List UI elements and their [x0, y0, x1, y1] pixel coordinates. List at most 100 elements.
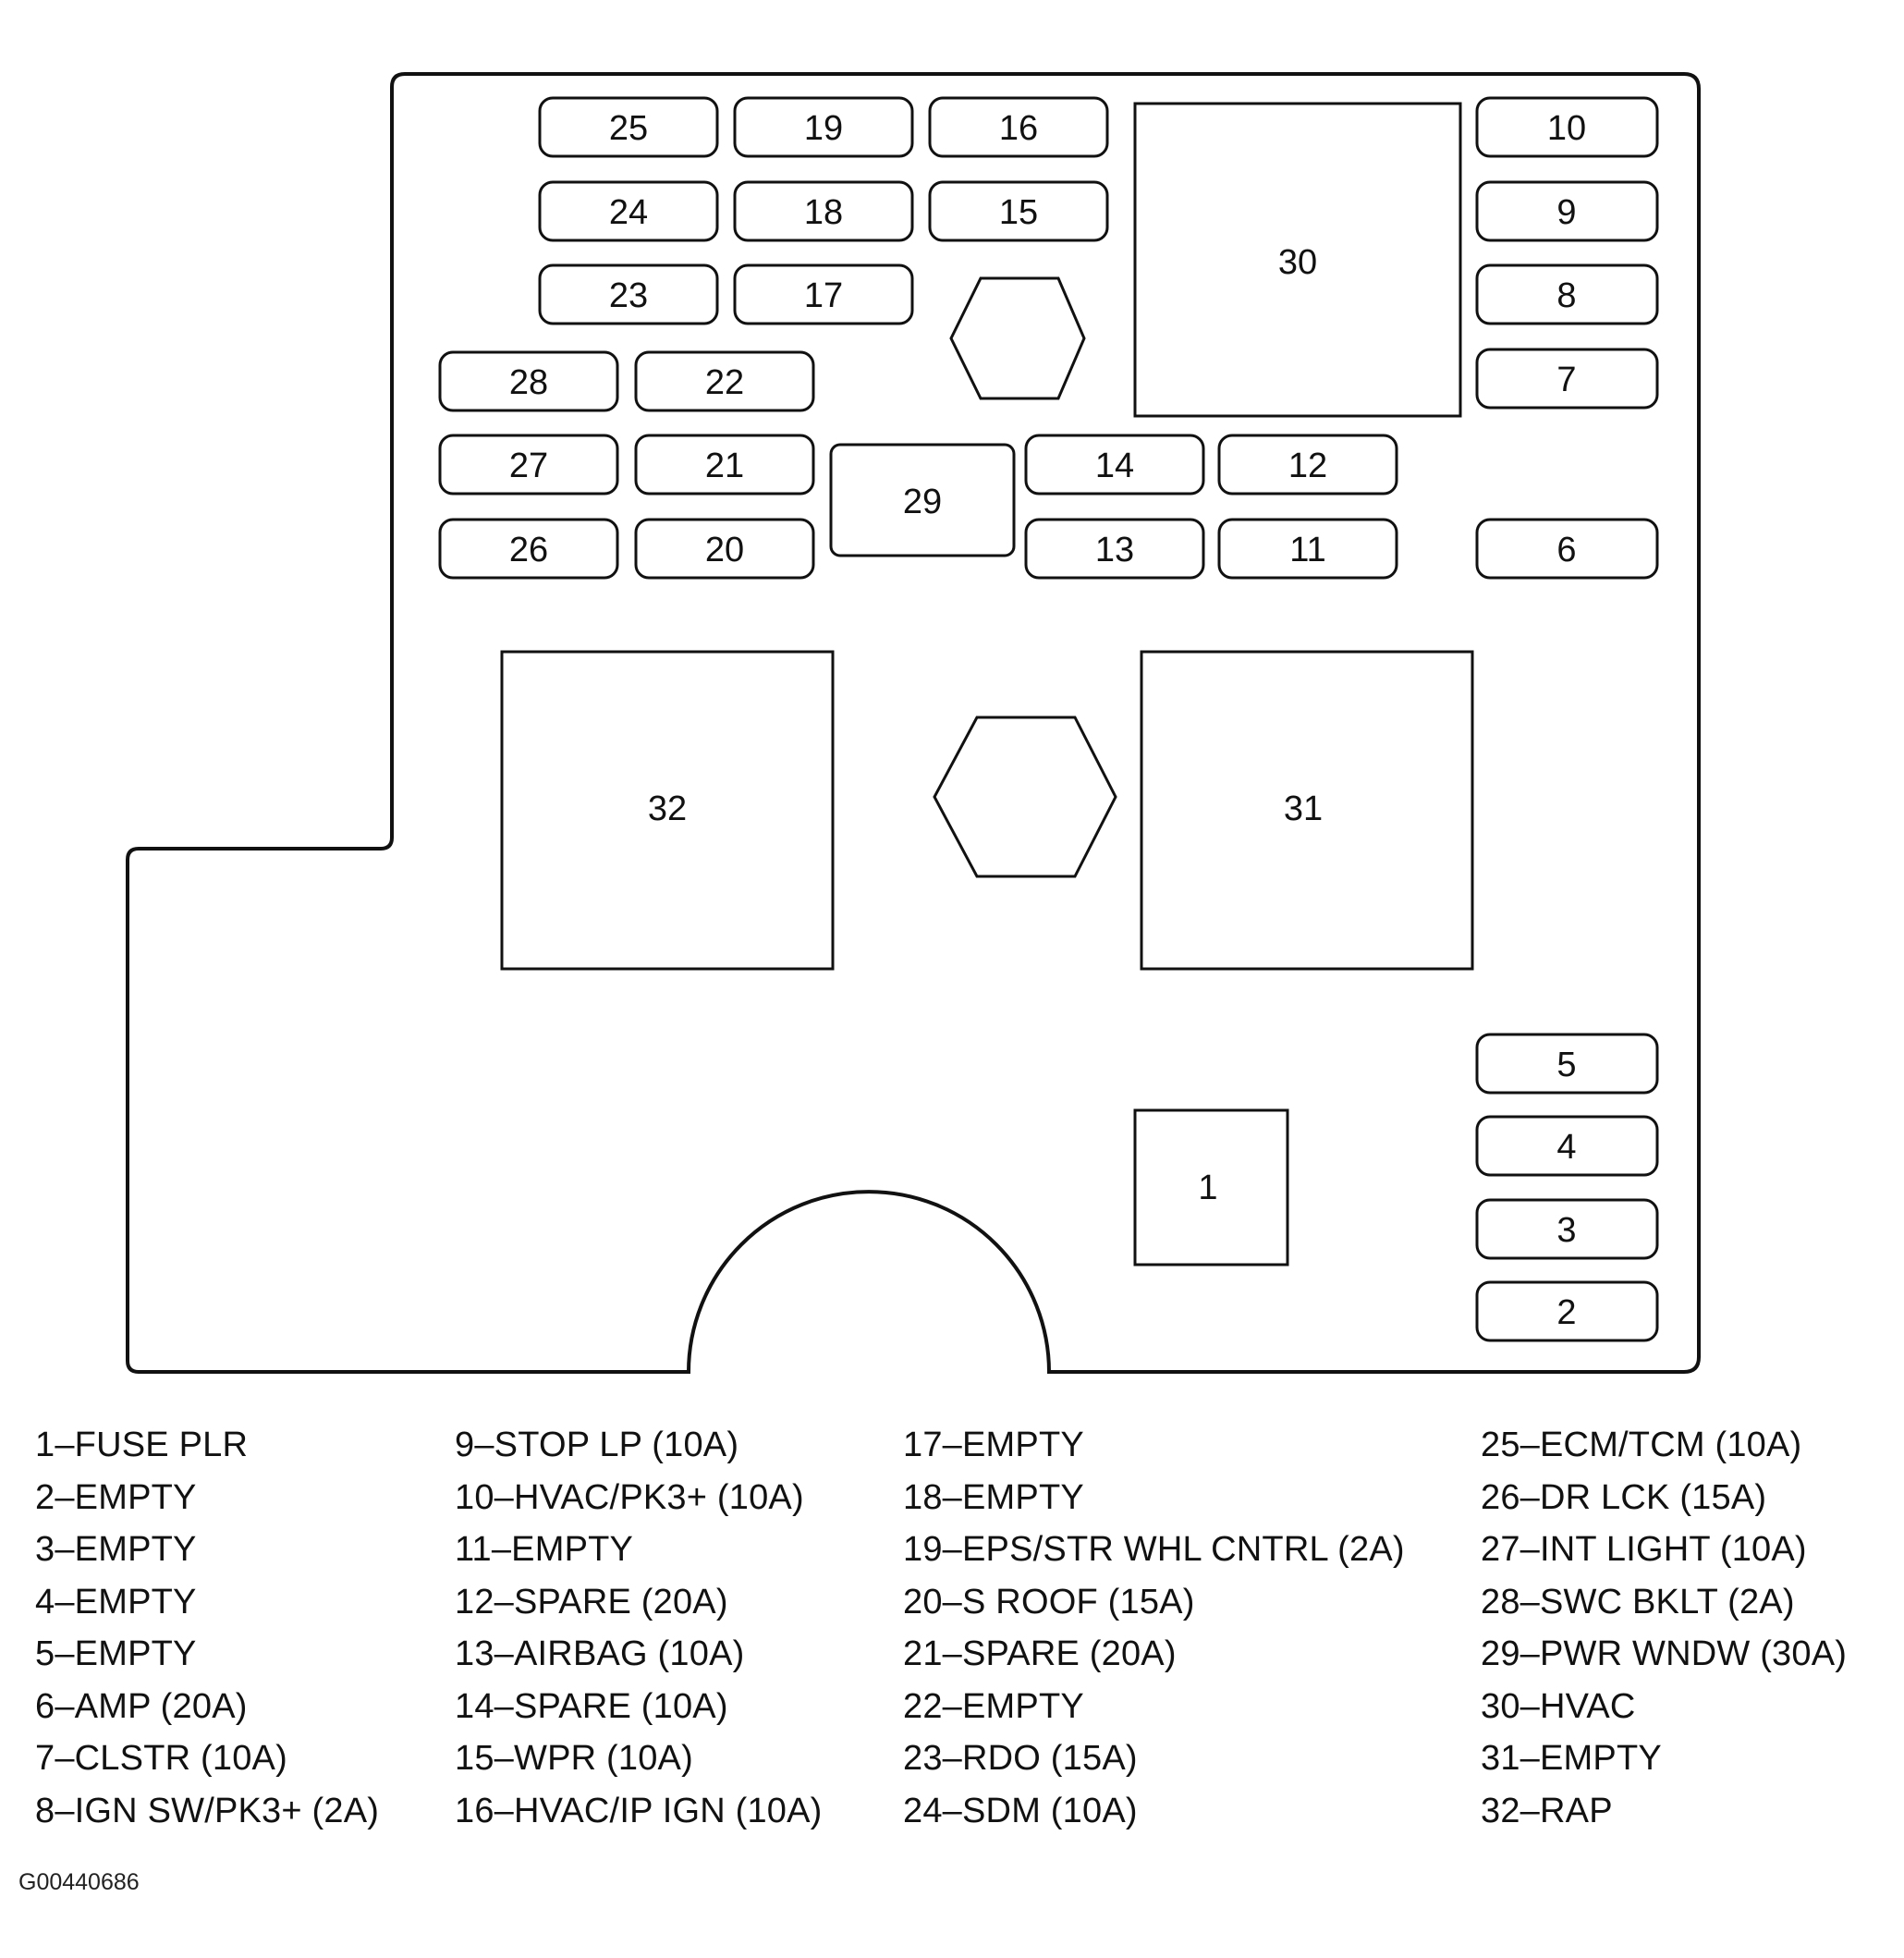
fuse-block-diagram: 25 19 16 24 18 15 23 17 28 22 27 21 26 2…	[126, 72, 1701, 1374]
relay-30: 30	[1133, 102, 1462, 418]
legend-entry: 25–ECM/TCM (10A)	[1481, 1426, 1802, 1464]
legend-entry: 27–INT LIGHT (10A)	[1481, 1530, 1807, 1569]
fuse-23: 23	[538, 263, 719, 325]
legend-entry: 26–DR LCK (15A)	[1481, 1477, 1767, 1517]
legend-entry: 30–HVAC	[1481, 1686, 1636, 1726]
svg-text:4: 4	[1556, 1128, 1576, 1167]
svg-text:30: 30	[1278, 243, 1317, 282]
fuse-11: 11	[1217, 518, 1398, 580]
mounting-hex-center	[933, 716, 1117, 878]
fuse-12: 12	[1217, 434, 1398, 496]
svg-text:7: 7	[1556, 361, 1576, 399]
fuse-2: 2	[1475, 1280, 1659, 1342]
svg-text:20: 20	[705, 531, 744, 569]
svg-text:27: 27	[509, 447, 548, 485]
fuse-13: 13	[1024, 518, 1205, 580]
fuse-14: 14	[1024, 434, 1205, 496]
legend-entry: 13–AIRBAG (10A)	[455, 1634, 745, 1673]
fuse-22: 22	[634, 350, 815, 412]
svg-text:3: 3	[1556, 1211, 1576, 1250]
legend-entry: 15–WPR (10A)	[455, 1739, 693, 1778]
svg-text:10: 10	[1547, 109, 1586, 148]
relay-29: 29	[829, 443, 1016, 557]
legend-entry: 12–SPARE (20A)	[455, 1582, 728, 1621]
svg-text:19: 19	[804, 109, 843, 148]
figure-id: G00440686	[18, 1869, 140, 1895]
relay-31: 31	[1140, 650, 1474, 971]
relay-32: 32	[500, 650, 835, 971]
legend-entry: 10–HVAC/PK3+ (10A)	[455, 1477, 804, 1517]
svg-text:18: 18	[804, 193, 843, 232]
svg-text:25: 25	[609, 109, 648, 148]
legend-entry: 7–CLSTR (10A)	[35, 1739, 287, 1778]
legend-entry: 2–EMPTY	[35, 1477, 197, 1517]
legend-column-4: 25–ECM/TCM (10A) 26–DR LCK (15A) 27–INT …	[1481, 1419, 1847, 1837]
legend-column-2: 9–STOP LP (10A) 10–HVAC/PK3+ (10A) 11–EM…	[455, 1419, 823, 1837]
legend-entry: 31–EMPTY	[1481, 1739, 1662, 1778]
legend-entry: 1–FUSE PLR	[35, 1426, 249, 1464]
svg-text:8: 8	[1556, 276, 1576, 315]
legend-entry: 18–EMPTY	[903, 1477, 1084, 1517]
svg-text:29: 29	[903, 483, 942, 521]
svg-text:22: 22	[705, 363, 744, 402]
legend-entry: 3–EMPTY	[35, 1530, 197, 1569]
fuse-8: 8	[1475, 263, 1659, 325]
legend-entry: 14–SPARE (10A)	[455, 1686, 728, 1726]
mounting-hex-upper	[949, 276, 1086, 400]
legend-entry: 9–STOP LP (10A)	[455, 1426, 739, 1464]
fuse-5: 5	[1475, 1033, 1659, 1095]
legend-entry: 21–SPARE (20A)	[903, 1634, 1177, 1673]
svg-text:11: 11	[1289, 531, 1325, 569]
fuse-7: 7	[1475, 348, 1659, 410]
fuse-20: 20	[634, 518, 815, 580]
fuse-3: 3	[1475, 1198, 1659, 1260]
svg-text:12: 12	[1288, 447, 1327, 485]
legend-entry: 5–EMPTY	[35, 1634, 197, 1673]
legend-entry: 4–EMPTY	[35, 1582, 197, 1621]
svg-text:24: 24	[609, 193, 648, 232]
svg-text:26: 26	[509, 531, 548, 569]
svg-text:15: 15	[999, 193, 1038, 232]
legend-column-3: 17–EMPTY 18–EMPTY 19–EPS/STR WHL CNTRL (…	[903, 1419, 1405, 1837]
svg-text:6: 6	[1556, 531, 1576, 569]
svg-text:23: 23	[609, 276, 648, 315]
svg-text:9: 9	[1556, 193, 1576, 232]
fuse-28: 28	[438, 350, 619, 412]
fuse-block-outline	[126, 72, 1701, 1374]
fuse-26: 26	[438, 518, 619, 580]
fuse-4: 4	[1475, 1115, 1659, 1177]
legend-entry: 22–EMPTY	[903, 1686, 1084, 1726]
legend-entry: 19–EPS/STR WHL CNTRL (2A)	[903, 1530, 1405, 1569]
fuse-24: 24	[538, 180, 719, 242]
svg-text:16: 16	[999, 109, 1038, 148]
svg-text:28: 28	[509, 363, 548, 402]
fuse-15: 15	[928, 180, 1109, 242]
fuse-9: 9	[1475, 180, 1659, 242]
fuse-10: 10	[1475, 96, 1659, 158]
svg-text:21: 21	[705, 447, 744, 485]
svg-text:17: 17	[804, 276, 843, 315]
fuse-25: 25	[538, 96, 719, 158]
fuse-19: 19	[733, 96, 914, 158]
svg-text:1: 1	[1198, 1169, 1217, 1207]
legend-entry: 8–IGN SW/PK3+ (2A)	[35, 1791, 380, 1830]
relay-1: 1	[1133, 1108, 1289, 1267]
svg-text:2: 2	[1556, 1293, 1576, 1332]
fuse-18: 18	[733, 180, 914, 242]
fuse-21: 21	[634, 434, 815, 496]
svg-text:5: 5	[1556, 1046, 1576, 1084]
legend-entry: 28–SWC BKLT (2A)	[1481, 1582, 1795, 1621]
svg-text:13: 13	[1095, 531, 1134, 569]
legend-entry: 6–AMP (20A)	[35, 1686, 248, 1726]
fuse-17: 17	[733, 263, 914, 325]
fuse-6: 6	[1475, 518, 1659, 580]
legend-entry: 17–EMPTY	[903, 1426, 1084, 1464]
fuse-16: 16	[928, 96, 1109, 158]
svg-text:14: 14	[1095, 447, 1134, 485]
fuse-27: 27	[438, 434, 619, 496]
legend-entry: 16–HVAC/IP IGN (10A)	[455, 1791, 823, 1830]
legend-entry: 23–RDO (15A)	[903, 1739, 1138, 1778]
svg-text:32: 32	[648, 789, 687, 828]
legend-entry: 20–S ROOF (15A)	[903, 1582, 1195, 1621]
svg-text:31: 31	[1284, 789, 1323, 828]
